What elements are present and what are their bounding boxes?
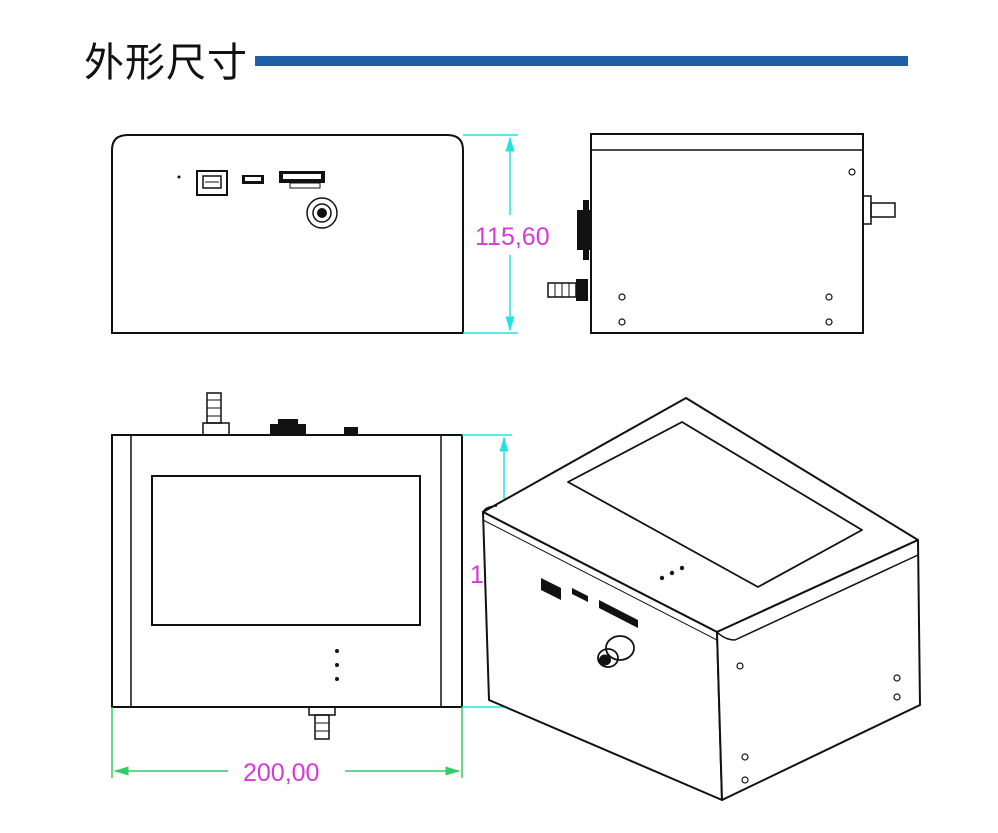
side-view-outline: [590, 133, 864, 334]
display-screen: [567, 421, 863, 588]
terminal-block-icon: [599, 600, 638, 628]
hose-barb-icon: [862, 195, 896, 225]
hose-barb-icon: [308, 706, 336, 740]
round-connector-icon: [597, 635, 635, 668]
screw-icon: [736, 662, 901, 784]
power-connector-icon: [572, 588, 588, 602]
front-height-dimension: 115,60: [463, 134, 550, 334]
page-title: 外形尺寸: [84, 40, 248, 86]
width-label: 200,00: [243, 759, 319, 787]
front-height-label: 115,60: [475, 223, 550, 251]
power-connector-icon: [242, 175, 264, 184]
indicator-dot: [177, 175, 181, 179]
status-led-icon: [335, 649, 339, 681]
width-dimension: 200,00: [111, 707, 463, 787]
hose-barb-icon: [202, 392, 230, 436]
ethernet-port-icon: [196, 170, 228, 196]
status-led-icon: [659, 565, 685, 581]
display-screen: [151, 475, 421, 626]
front-view: [111, 134, 464, 334]
power-connector-icon: [344, 427, 358, 435]
top-view: [111, 392, 463, 740]
terminal-block-icon: [279, 171, 325, 189]
side-view: [547, 133, 896, 334]
isometric-view: [482, 397, 921, 801]
front-view-outline: [111, 134, 464, 334]
round-connector-icon: [577, 200, 591, 260]
round-connector-icon: [306, 197, 338, 229]
hose-barb-icon: [547, 279, 588, 301]
round-connector-icon: [270, 419, 306, 435]
ethernet-port-icon: [541, 578, 561, 600]
screw-icon: [618, 168, 856, 326]
title-underline-bar: [255, 56, 908, 66]
